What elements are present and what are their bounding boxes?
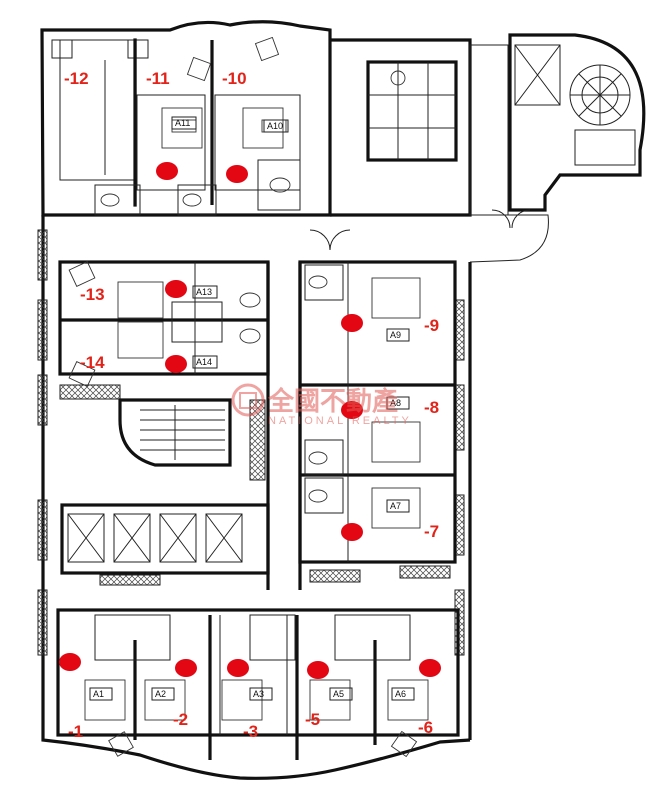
room-tag-u3: A3 <box>253 689 264 699</box>
unit-label-u14: -14 <box>80 353 105 372</box>
unit-labels: -12 -11 -10 -13 -14 -9 -8 -7 -1 -2 -3 -5… <box>64 69 439 741</box>
marker-u8 <box>341 401 363 419</box>
room-tag-u8: A8 <box>390 398 401 408</box>
room-tag-u9: A9 <box>390 330 401 340</box>
unit-label-u6: -6 <box>418 718 433 737</box>
unit-label-u13: -13 <box>80 285 105 304</box>
unit-label-u11: -11 <box>146 69 170 88</box>
room-tag-u5: A5 <box>333 689 344 699</box>
marker-u5 <box>307 661 329 679</box>
watermark-chinese: 全國不動產 <box>267 386 398 417</box>
marker-u9 <box>341 314 363 332</box>
marker-u3 <box>227 659 249 677</box>
central-stair <box>118 398 266 481</box>
room-tag-u14: A14 <box>196 357 212 367</box>
top-units <box>51 36 301 216</box>
watermark-english: NATIONAL REALTY <box>268 415 412 427</box>
room-tag-u2: A2 <box>155 689 166 699</box>
room-tag-u11: A11 <box>175 118 190 128</box>
marker-u11 <box>156 162 178 180</box>
units-13-14 <box>58 260 270 400</box>
room-tag-u1: A1 <box>93 689 104 699</box>
marker-u14 <box>165 355 187 373</box>
marker-group <box>59 162 441 679</box>
marker-u2 <box>175 659 197 677</box>
marker-u13 <box>165 280 187 298</box>
unit-label-u1: -1 <box>68 722 83 741</box>
room-tag-u6: A6 <box>395 689 406 699</box>
marker-u10 <box>226 165 248 183</box>
marker-u1 <box>59 653 81 671</box>
corridor-doors <box>309 209 531 251</box>
marker-u6 <box>419 659 441 677</box>
unit-label-u7: -7 <box>424 522 439 541</box>
elevator-bank <box>60 503 451 586</box>
room-tags: A11 A10 A13 A14 A9 A8 A7 A1 A2 A3 A5 A6 <box>89 116 415 701</box>
watermark-logo <box>231 383 265 417</box>
room-tag-u13: A13 <box>196 287 212 297</box>
watermark: 全國不動產 NATIONAL REALTY <box>231 383 412 427</box>
service-core <box>366 44 636 216</box>
unit-label-u12: -12 <box>64 69 89 88</box>
room-tag-u7: A7 <box>390 501 401 511</box>
unit-label-u2: -2 <box>173 710 188 729</box>
unit-label-u9: -9 <box>424 316 439 335</box>
unit-label-u10: -10 <box>222 69 247 88</box>
room-tag-u10: A10 <box>267 121 283 131</box>
bottom-units <box>56 608 460 760</box>
unit-label-u8: -8 <box>424 398 439 417</box>
unit-label-u3: -3 <box>243 722 258 741</box>
unit-label-u5: -5 <box>305 710 320 729</box>
marker-u7 <box>341 523 363 541</box>
